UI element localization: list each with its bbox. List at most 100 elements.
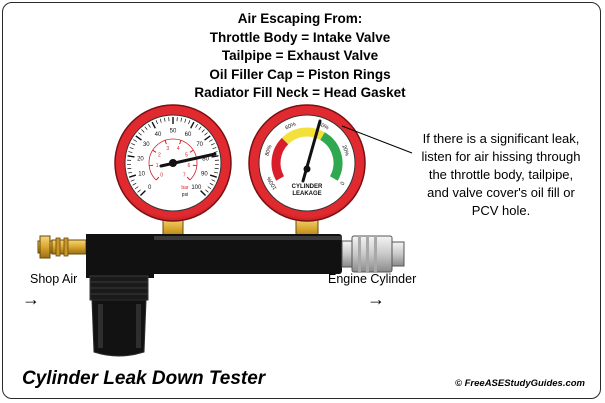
bar-tick-label: 4 xyxy=(177,146,180,152)
engine-cylinder-arrow: → xyxy=(367,289,385,309)
psi-tick xyxy=(127,155,135,158)
regulator-threads xyxy=(89,275,149,301)
bar-tick-label: 2 xyxy=(158,152,161,158)
bar-tick-label: 3 xyxy=(166,146,169,152)
psi-tick xyxy=(135,135,142,141)
needle-hub xyxy=(303,165,311,173)
callout-line: and valve cover's oil fill or xyxy=(427,185,575,200)
diagram-title: Cylinder Leak Down Tester xyxy=(22,368,266,389)
psi-tick xyxy=(139,190,146,197)
callout-line: the throttle body, tailpipe, xyxy=(428,167,574,182)
leakage-tick-label: 40% xyxy=(317,121,330,131)
psi-tick-label: 0 xyxy=(148,185,152,191)
psi-tick xyxy=(128,171,133,174)
psi-tick xyxy=(148,123,151,128)
leakage-tick-label: 20% xyxy=(340,144,349,156)
shop-air-label: Shop Air xyxy=(30,272,78,286)
leakage-yellow-zone xyxy=(281,127,325,145)
psi-tick xyxy=(129,174,137,178)
shop-air-arrow: → xyxy=(22,289,40,309)
psi-tick xyxy=(190,121,195,129)
leakage-red-zone xyxy=(271,137,289,181)
psi-tick-label: 70 xyxy=(196,142,203,148)
callout-line: PCV hole. xyxy=(471,203,531,218)
leakage-tick-label: 0 xyxy=(338,180,345,186)
psi-tick xyxy=(134,186,139,190)
bar-tick xyxy=(155,176,160,181)
psi-tick xyxy=(155,120,158,125)
psi-tick xyxy=(137,189,141,193)
callout-line: listen for air hissing through xyxy=(421,149,581,164)
bar-tick-label: 5 xyxy=(185,152,188,158)
psi-tick xyxy=(144,126,148,131)
psi-tick xyxy=(209,182,214,186)
psi-tick xyxy=(208,139,213,142)
psi-tick-label: 100 xyxy=(191,185,202,191)
engine-coupler xyxy=(341,235,405,273)
bar-tick xyxy=(179,140,182,145)
bar-tick-label: 7 xyxy=(183,172,186,178)
psi-tick-label: 20 xyxy=(137,156,144,162)
leakage-label: CYLINDER xyxy=(292,184,323,190)
psi-tick xyxy=(128,151,133,153)
psi-unit: psi xyxy=(182,192,188,198)
heading-line: Oil Filler Cap = Piston Rings xyxy=(209,66,391,82)
psi-tick xyxy=(212,147,217,150)
callout-line: If there is a significant leak, xyxy=(422,131,580,146)
psi-tick-label: 50 xyxy=(170,129,177,135)
psi-tick xyxy=(211,155,219,158)
heading-line: Tailpipe = Exhaust Valve xyxy=(221,48,379,63)
psi-tick xyxy=(141,129,145,133)
leak-callout-text: If there is a significant leak, listen f… xyxy=(406,130,596,220)
psi-tick xyxy=(184,118,187,123)
psi-tick xyxy=(131,143,136,146)
bar-tick-label: 1 xyxy=(156,163,159,169)
bar-tick-label: 6 xyxy=(188,163,191,169)
bar-tick xyxy=(164,140,167,145)
psi-tick xyxy=(209,174,217,178)
shop-air-fitting xyxy=(37,235,87,259)
psi-tick xyxy=(200,190,207,197)
heading-line: Radiator Fill Neck = Head Gasket xyxy=(194,85,406,100)
engine-cylinder-label: Engine Cylinder xyxy=(328,272,417,286)
heading-line: Throttle Body = Intake Valve xyxy=(209,29,391,45)
psi-tick xyxy=(204,135,211,141)
psi-tick xyxy=(130,179,135,182)
bar-tick-label: 0 xyxy=(160,172,163,178)
psi-tick-label: 30 xyxy=(143,142,150,148)
leakage-label: LEAKAGE xyxy=(292,191,321,197)
bar-unit: bar xyxy=(181,185,189,191)
regulator-body xyxy=(86,234,154,278)
psi-tick xyxy=(214,167,219,170)
leak-source-heading: Air Escaping From: Throttle Body = Intak… xyxy=(150,10,450,103)
leakage-tick-label: 60% xyxy=(284,121,297,131)
psi-tick xyxy=(151,121,156,129)
psi-tick xyxy=(138,132,142,136)
leakage-green-zone xyxy=(320,132,343,181)
psi-tick xyxy=(213,171,218,174)
psi-tick xyxy=(198,126,202,131)
psi-tick xyxy=(211,179,216,182)
psi-tick xyxy=(201,129,205,133)
psi-tick xyxy=(195,123,198,128)
bar-tick xyxy=(152,149,157,153)
psi-tick xyxy=(129,147,134,150)
psi-tick xyxy=(204,132,208,136)
psi-tick-label: 10 xyxy=(138,172,145,178)
psi-tick-label: 60 xyxy=(185,132,192,138)
psi-tick xyxy=(127,167,132,170)
leakage-tick-label: 80% xyxy=(264,144,273,156)
site-credit: © FreeASEStudyGuides.com xyxy=(454,378,585,389)
psi-tick xyxy=(210,143,215,146)
psi-tick xyxy=(159,118,162,123)
bar-tick xyxy=(189,149,194,153)
callout-pointer xyxy=(341,125,413,154)
psi-tick xyxy=(164,117,166,122)
regulator-knob xyxy=(91,299,147,357)
psi-tick-label: 90 xyxy=(201,172,208,178)
psi-tick xyxy=(132,182,137,186)
psi-tick xyxy=(213,151,218,153)
bar-tick xyxy=(186,176,191,181)
psi-tick xyxy=(133,139,138,142)
